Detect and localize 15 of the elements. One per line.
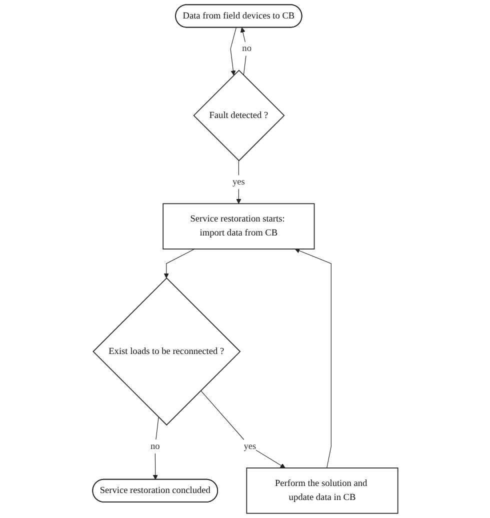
- node-diamond: Exist loads to be reconnected ?: [92, 277, 240, 426]
- arrow: [230, 27, 236, 76]
- node-diamond: Fault detected ?: [192, 70, 284, 162]
- edge-label: no: [150, 441, 160, 452]
- arrow: [294, 248, 332, 468]
- arrow: [236, 160, 241, 204]
- node-box: Perform the solution and update data in CB: [246, 468, 398, 514]
- arrow: [164, 248, 195, 278]
- arrow: [152, 416, 159, 480]
- edge-label: no: [242, 44, 252, 54]
- edge-label: yes: [232, 176, 245, 187]
- node-box: Service restoration starts: import data from CB: [162, 203, 314, 250]
- edge-label: yes: [243, 441, 256, 452]
- arrow: [240, 27, 247, 76]
- arrow: [200, 390, 286, 468]
